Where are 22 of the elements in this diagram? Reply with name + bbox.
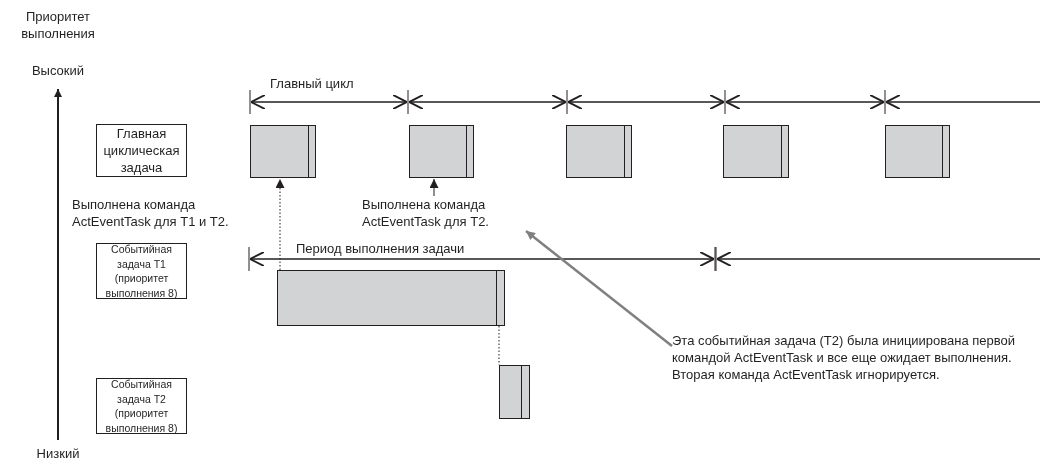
task-execution-bar [409,125,474,178]
task-execution-bar [885,125,950,178]
task-box: Событийная задача T1 (приоритет выполнения 8) [96,243,187,299]
dotted-connector [498,325,500,366]
axis-level-label: Высокий [30,62,86,79]
dimension-label: Период выполнения задачи [296,240,466,257]
task-box: Событийная задача T2 (приоритет выполнения 8) [96,378,187,434]
task-execution-bar [250,125,316,178]
dotted-connector [429,178,439,197]
task-execution-bar [499,365,530,419]
task-execution-bar [277,270,505,326]
leader-line [525,230,673,347]
dimension-label: Главный цикл [270,75,355,92]
axis-level-label: Низкий [35,445,81,462]
axis-title: Приоритет выполнения [20,8,96,42]
annotation-text: Эта событийная задача (T2) была инициирована первой командой ActEventTask и все еще ожидает выполнения. Вторая команда ActEventTask игнорируется. [672,332,1040,383]
dotted-connector [275,178,285,271]
task-execution-bar [723,125,789,178]
task-execution-bar [566,125,632,178]
task-box: Главная циклическая задача [96,124,187,177]
annotation-text: Выполнена команда ActEventTask для T2. [362,196,537,230]
annotation-text: Выполнена команда ActEventTask для T1 и T2. [72,196,230,230]
